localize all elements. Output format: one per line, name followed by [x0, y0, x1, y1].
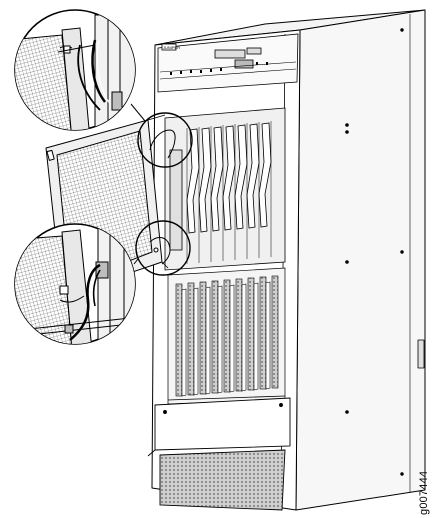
lower-callout-leader	[133, 258, 139, 265]
fan-tray	[147, 397, 291, 457]
chassis-right-side	[295, 9, 426, 511]
upper-card-cage	[164, 107, 286, 271]
air-intake-grille	[159, 449, 286, 511]
svg-text:JUNIPER: JUNIPER	[163, 45, 180, 50]
craft-interface-panel: JUNIPER	[157, 33, 299, 93]
lower-line-cards	[175, 275, 279, 397]
lower-callout-target	[135, 220, 191, 276]
side-handle	[417, 339, 425, 369]
lower-card-cage	[167, 267, 286, 405]
figure-id-label: g007444	[418, 470, 430, 515]
upper-callout-target	[137, 112, 193, 168]
upper-callout-leader	[130, 103, 146, 122]
upper-card-handles	[186, 122, 272, 234]
